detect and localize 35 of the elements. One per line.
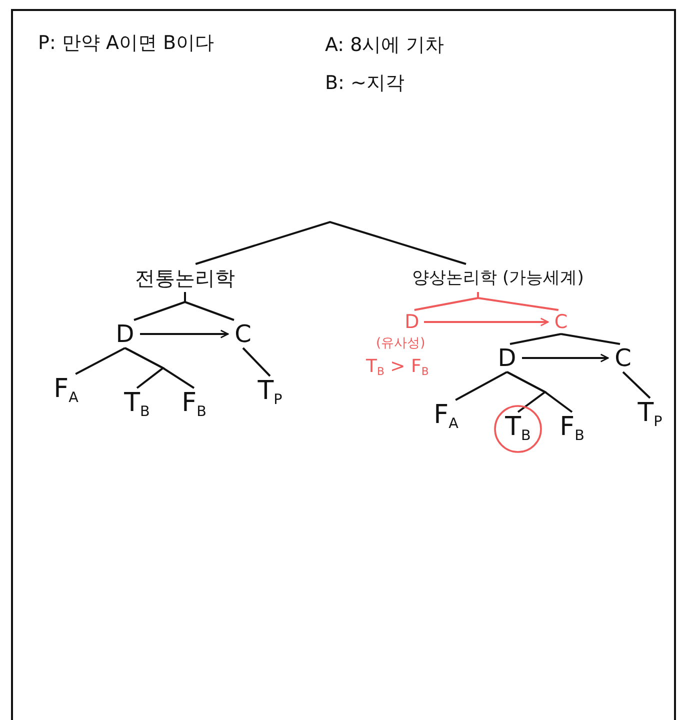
tree-line (195, 220, 466, 265)
tree-node-label: F$_{B}$ (172, 388, 216, 422)
arrow (522, 354, 609, 362)
tree-line (75, 347, 126, 375)
tree-line (560, 333, 620, 345)
tree-line (242, 347, 271, 377)
tree-line (506, 371, 573, 413)
tree-node-label: F$_{B}$ (550, 412, 594, 446)
tree-node-label: T$_{B}$ (496, 412, 540, 446)
note-text: A: 8시에 기차 (325, 33, 444, 58)
tree-line (184, 292, 234, 321)
tree-node-label: C (228, 320, 258, 348)
arrow (424, 318, 549, 326)
tree-line (477, 292, 559, 311)
tree-line (510, 333, 562, 345)
note-text: B: ~지각 (325, 71, 404, 96)
tree-line (455, 371, 508, 401)
tree-node-label: F$_{A}$ (422, 400, 470, 434)
node-annotation: T$_{B}$ > F$_{B}$ (366, 356, 429, 378)
tree-node-label: C (608, 344, 638, 372)
tree-node-label: T$_{P}$ (628, 398, 672, 432)
tree-line (622, 371, 651, 399)
tree-line (124, 347, 195, 389)
arrow (140, 330, 229, 338)
tree-node-label: F$_{A}$ (42, 374, 90, 408)
node-annotation: (유사성) (376, 335, 426, 352)
tree-node-label: 양상논리학 (가능세계) (398, 264, 598, 292)
tree-node-label: T$_{B}$ (115, 388, 159, 422)
tree-node-label: D (110, 320, 140, 348)
note-text: P: 만약 A이면 B이다 (38, 31, 214, 56)
tree-node-label: C (548, 310, 574, 334)
tree-node-label: D (400, 310, 424, 334)
tree-node-label: 전통논리학 (132, 264, 238, 292)
tree-node-label: D (492, 344, 522, 372)
tree-node-label: T$_{P}$ (248, 376, 292, 410)
